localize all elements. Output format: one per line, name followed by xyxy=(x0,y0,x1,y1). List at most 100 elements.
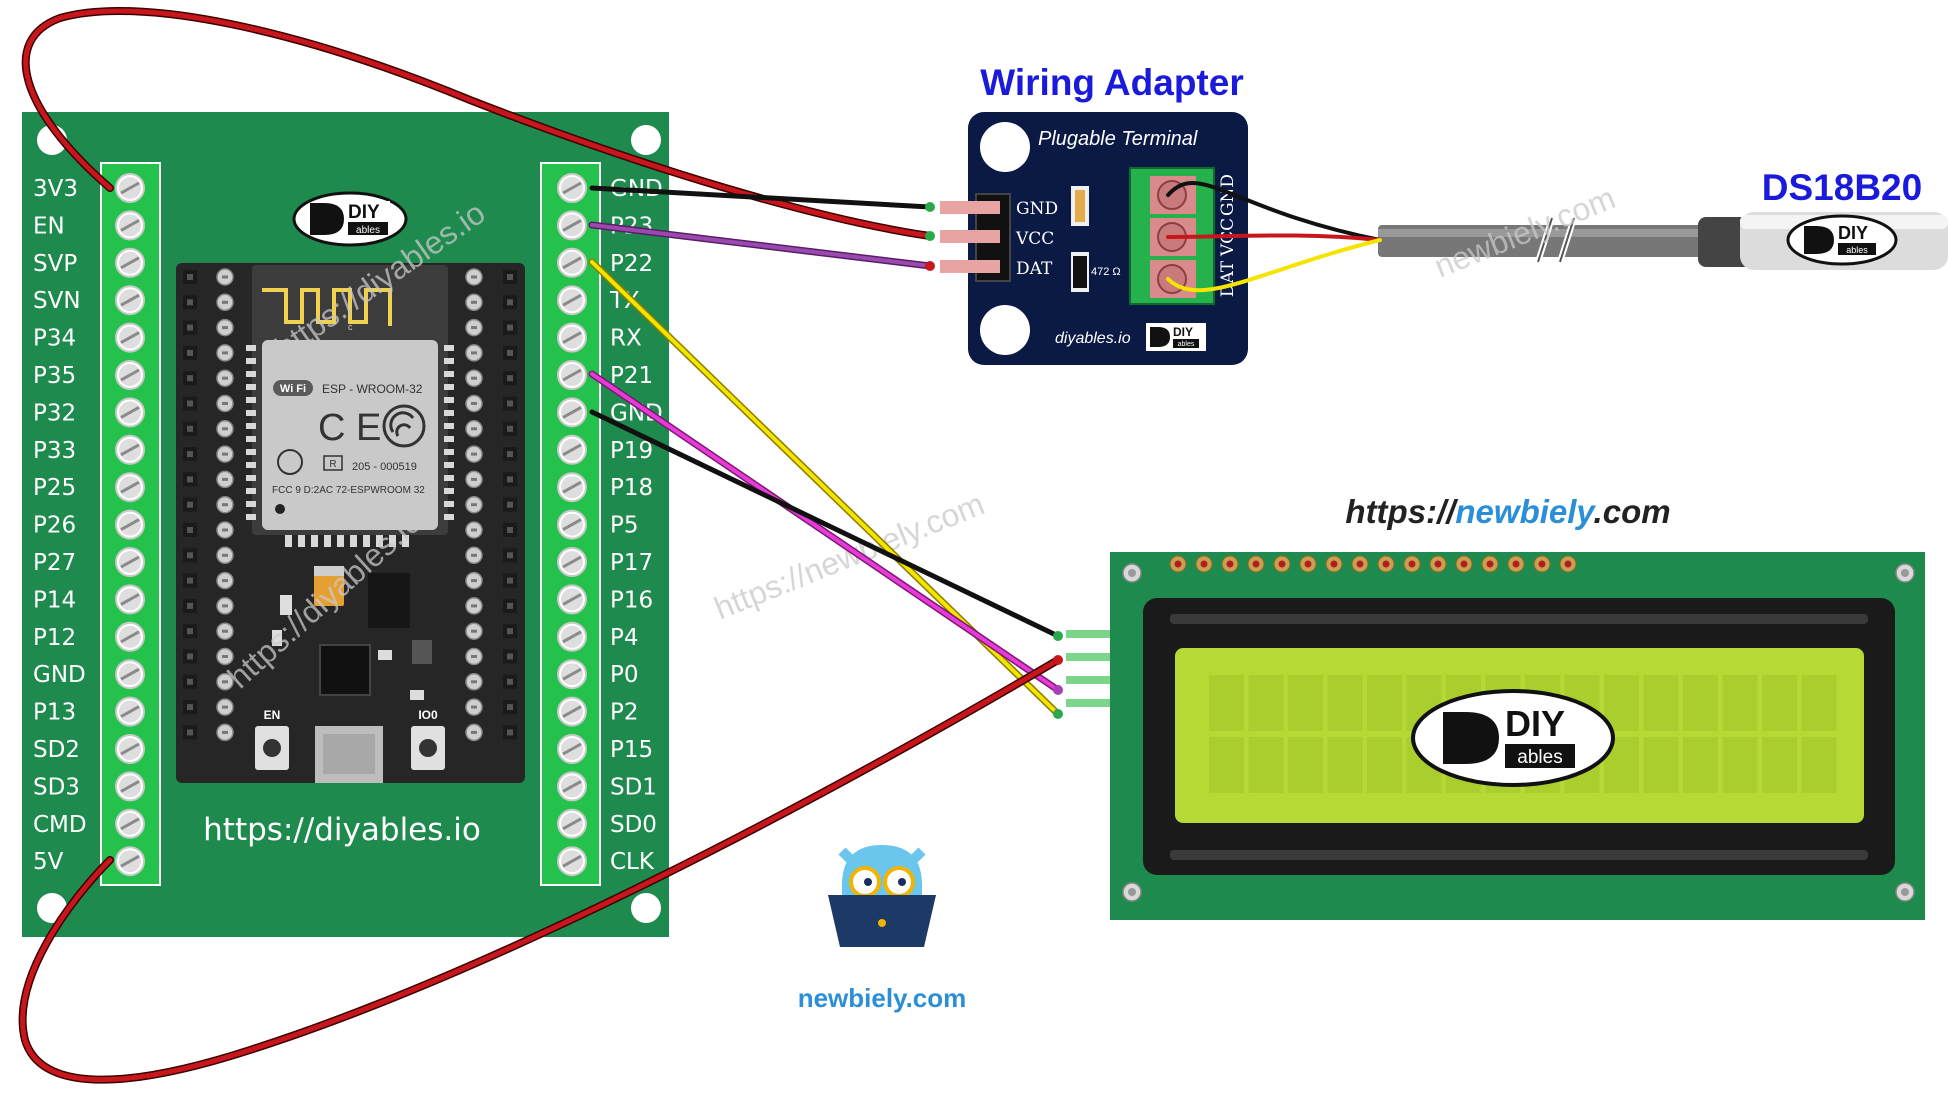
wifi-badge: Wi Fi xyxy=(280,383,306,395)
right-screw-terminal xyxy=(556,284,588,316)
lcd-logo-ables: ables xyxy=(1517,747,1562,768)
diyables-logo-lcd: DIY ables xyxy=(1411,689,1615,787)
right-screw-terminal xyxy=(556,658,588,690)
esp32-screw-terminal-board: 3V3ENSVPSVNP34P35P32P33P25P26P27P14P12GN… xyxy=(22,112,669,937)
right-pin-label: P5 xyxy=(610,513,639,539)
right-pin-label: RX xyxy=(610,326,642,352)
adapter-pin-label: GND xyxy=(1016,199,1058,219)
left-pin-label: P14 xyxy=(33,587,76,613)
adapter-brand: diyables.io xyxy=(1055,330,1131,347)
en-button-label: EN xyxy=(264,708,281,722)
adapter-subtitle: Plugable Terminal xyxy=(1038,128,1198,150)
logo-ables-text: ables xyxy=(356,225,380,236)
right-screw-terminal xyxy=(556,696,588,728)
right-screw-terminal xyxy=(556,509,588,541)
right-screw-terminal xyxy=(556,471,588,503)
left-screw-terminal xyxy=(114,471,146,503)
ds18b20-sensor: DS18B20 DIY ables xyxy=(1378,167,1948,270)
wiring-adapter: Wiring Adapter Plugable Terminal GNDVCCD… xyxy=(940,62,1248,365)
left-pin-label: 5V xyxy=(33,849,64,875)
left-screw-terminal xyxy=(114,808,146,840)
right-pin-label: P4 xyxy=(610,625,639,651)
left-screw-terminal xyxy=(114,733,146,765)
left-screw-terminal xyxy=(114,396,146,428)
right-screw-terminal xyxy=(556,583,588,615)
left-screw-terminal xyxy=(114,583,146,615)
telec-mark-icon xyxy=(277,449,303,475)
io0-button-label: IO0 xyxy=(418,708,438,722)
right-screw-terminal xyxy=(556,733,588,765)
left-screw-terminal xyxy=(114,172,146,204)
newbiely-owl-logo xyxy=(828,845,936,947)
right-screw-terminal xyxy=(556,621,588,653)
right-pin-label: P18 xyxy=(610,475,653,501)
adapter-logo-diy: DIY xyxy=(1173,325,1193,339)
left-pin-label: CMD xyxy=(33,812,87,838)
right-screw-terminal xyxy=(556,808,588,840)
wires xyxy=(18,7,1382,1084)
ce-mark: C E xyxy=(318,407,381,449)
left-pin-label: SD3 xyxy=(33,774,80,800)
right-screw-terminal xyxy=(556,172,588,204)
logo-diy-text: DIY xyxy=(348,202,380,223)
right-pin-label: P21 xyxy=(610,363,653,389)
right-screw-terminal xyxy=(556,247,588,279)
right-screw-terminal xyxy=(556,322,588,354)
sensor-logo-ables: ables xyxy=(1846,245,1868,255)
right-screw-terminal xyxy=(556,359,588,391)
left-pin-label: P35 xyxy=(33,363,76,389)
lcd-1602-display: https://newbiely.com DIY ables xyxy=(1066,493,1925,920)
right-pin-label: P16 xyxy=(610,587,653,613)
right-pin-label: P2 xyxy=(610,700,639,726)
adapter-pin-label: DAT xyxy=(1016,259,1053,279)
left-pin-label: SD2 xyxy=(33,737,80,763)
right-pin-label: P19 xyxy=(610,438,653,464)
lcd-site-url: https://newbiely.com xyxy=(1345,493,1670,530)
left-pin-label: P26 xyxy=(33,513,76,539)
wire-sensor-black xyxy=(1166,181,1382,242)
left-pin-label: P12 xyxy=(33,625,76,651)
left-screw-terminal xyxy=(114,284,146,316)
right-pin-label: SD1 xyxy=(610,774,657,800)
right-pin-label: P22 xyxy=(610,251,653,277)
adapter-logo-ables: ables xyxy=(1178,341,1195,348)
left-screw-terminal xyxy=(114,209,146,241)
right-screw-terminal xyxy=(556,434,588,466)
wire-gnd-lcd xyxy=(589,409,1061,639)
module-model-text: ESP - WROOM-32 xyxy=(322,382,423,396)
cert-code: 205 - 000519 xyxy=(352,461,417,473)
left-pin-label: P13 xyxy=(33,700,76,726)
diyables-logo-adapter: DIY ables xyxy=(1146,323,1206,351)
right-pin-label: P15 xyxy=(610,737,653,763)
cert-r-mark: R xyxy=(329,459,336,470)
left-pin-label: EN xyxy=(33,213,65,239)
left-pin-label: P32 xyxy=(33,400,76,426)
right-screw-terminal xyxy=(556,546,588,578)
antenna-label: c xyxy=(348,322,353,332)
right-screw-terminal xyxy=(556,845,588,877)
wire-sensor-red xyxy=(1166,233,1382,242)
left-screw-terminal xyxy=(114,434,146,466)
left-pin-label: P33 xyxy=(33,438,76,464)
right-screw-terminal xyxy=(556,770,588,802)
left-screw-terminal xyxy=(114,696,146,728)
resistor-value: 472 Ω xyxy=(1091,266,1121,278)
right-pin-label: P0 xyxy=(610,662,639,688)
left-screw-terminal xyxy=(114,359,146,391)
left-pin-label: P25 xyxy=(33,475,76,501)
diyables-logo-sensor: DIY ables xyxy=(1786,214,1898,266)
wire-sensor-yellow xyxy=(1166,238,1382,293)
left-screw-terminal xyxy=(114,845,146,877)
wifi-signal-icon xyxy=(382,404,426,448)
wire-gnd-adapter xyxy=(589,185,933,210)
adapter-pin-label: VCC xyxy=(1015,229,1054,249)
left-pin-label: P27 xyxy=(33,550,76,576)
lcd-logo-diy: DIY xyxy=(1505,703,1565,744)
right-screw-terminal xyxy=(556,209,588,241)
left-pin-label: GND xyxy=(33,662,86,688)
left-pin-labels: 3V3ENSVPSVNP34P35P32P33P25P26P27P14P12GN… xyxy=(33,176,87,875)
diyables-logo-board: DIY ables xyxy=(292,191,408,247)
footer-brand: newbiely.com xyxy=(798,983,967,1013)
fcc-text: FCC 9 D:2AC 72-ESPWROOM 32 xyxy=(272,485,425,496)
